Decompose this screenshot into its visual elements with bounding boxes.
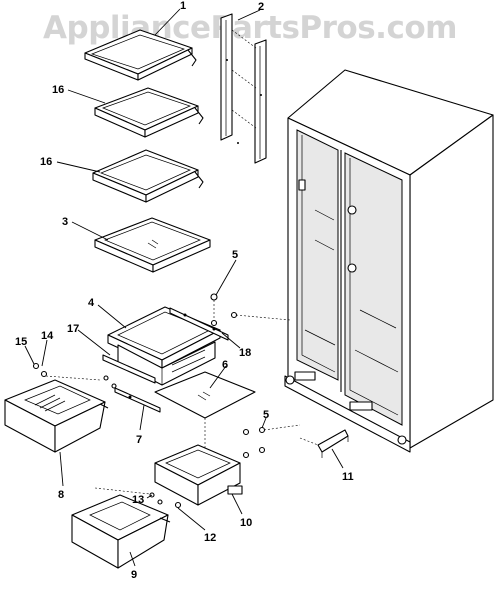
shelf-part-16-upper <box>94 87 204 138</box>
crisper-drawer-part-9 <box>71 494 171 569</box>
callout-10: 10 <box>240 517 252 529</box>
shelf-part-3 <box>94 217 211 273</box>
callout-1: 1 <box>180 0 186 12</box>
callout-11: 11 <box>342 471 354 483</box>
callout-15: 15 <box>15 336 27 348</box>
refrigerator-cabinet <box>284 69 494 453</box>
callout-5: 5 <box>263 409 269 421</box>
callout-5: 5 <box>232 249 238 261</box>
bracket-part-11 <box>299 429 349 458</box>
screws-part-5-upper <box>210 293 291 327</box>
callout-4: 4 <box>88 297 95 309</box>
callout-2: 2 <box>258 1 264 13</box>
shelf-part-1 <box>84 29 197 81</box>
drawer-part-10 <box>154 444 243 506</box>
callout-18: 18 <box>239 347 251 359</box>
callout-13: 13 <box>132 494 144 506</box>
cover-part-6 <box>154 371 256 450</box>
callout-9: 9 <box>131 569 137 581</box>
leader-lines <box>24 8 344 567</box>
callout-labels: 1 2 16 16 3 5 4 18 17 14 15 6 7 8 5 11 1… <box>15 0 354 581</box>
callout-7: 7 <box>136 434 142 446</box>
rail-part-17 <box>102 354 156 384</box>
callout-3: 3 <box>62 216 68 228</box>
callout-8: 8 <box>58 489 64 501</box>
callout-14: 14 <box>41 330 54 342</box>
callout-6: 6 <box>222 359 228 371</box>
screws-part-5-lower <box>242 424 301 459</box>
callout-16: 16 <box>40 156 52 168</box>
callout-16: 16 <box>52 84 64 96</box>
crisper-drawer-part-8 <box>4 379 109 453</box>
shelf-rails-part-2 <box>220 13 267 164</box>
rail-part-18 <box>169 307 229 341</box>
watermark: AppliancePartsPros.com <box>43 10 457 46</box>
screws-part-14-15 <box>32 362 117 389</box>
callout-17: 17 <box>67 323 79 335</box>
callout-12: 12 <box>204 532 216 544</box>
shelf-part-16-lower <box>92 149 204 203</box>
rail-part-7 <box>114 387 161 413</box>
